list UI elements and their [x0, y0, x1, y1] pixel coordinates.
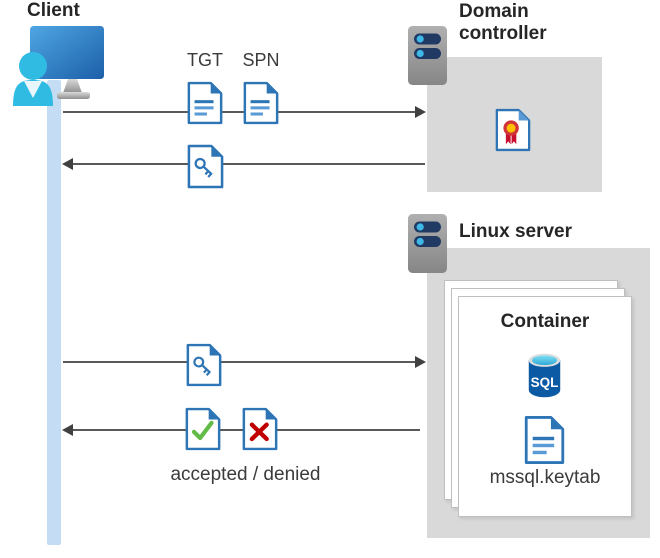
accepted-denied-label: accepted / denied: [170, 464, 321, 485]
linux-server-label: Linux server: [459, 221, 572, 242]
arrowhead-left-icon: [62, 158, 73, 170]
arrowhead-right-icon: [415, 106, 426, 118]
server-icon: [407, 25, 448, 86]
container-card-front: [458, 296, 632, 517]
x-document-icon: [241, 406, 279, 452]
arrowhead-right-icon: [415, 356, 426, 368]
server-icon: [407, 213, 448, 274]
tgt-document-icon: [186, 80, 224, 126]
user-computer-icon: [6, 24, 106, 106]
spn-document-icon: [242, 80, 280, 126]
container-title: Container: [500, 311, 590, 332]
sql-database-icon: SQL: [526, 351, 563, 401]
keytab-document-icon: [523, 414, 566, 466]
client-label: Client: [27, 0, 80, 21]
key-document-icon: [186, 143, 225, 190]
arrowhead-left-icon: [62, 424, 73, 436]
tgt-label: TGT: [187, 50, 223, 70]
spn-label: SPN: [242, 50, 280, 70]
domain-controller-label: Domain controller: [459, 1, 547, 44]
check-document-icon: [184, 406, 222, 452]
sql-badge-text: SQL: [531, 375, 559, 390]
client-lifeline: [47, 80, 61, 545]
keytab-filename-label: mssql.keytab: [489, 467, 601, 488]
key-document-icon: [185, 342, 223, 388]
certificate-icon: [494, 107, 532, 153]
